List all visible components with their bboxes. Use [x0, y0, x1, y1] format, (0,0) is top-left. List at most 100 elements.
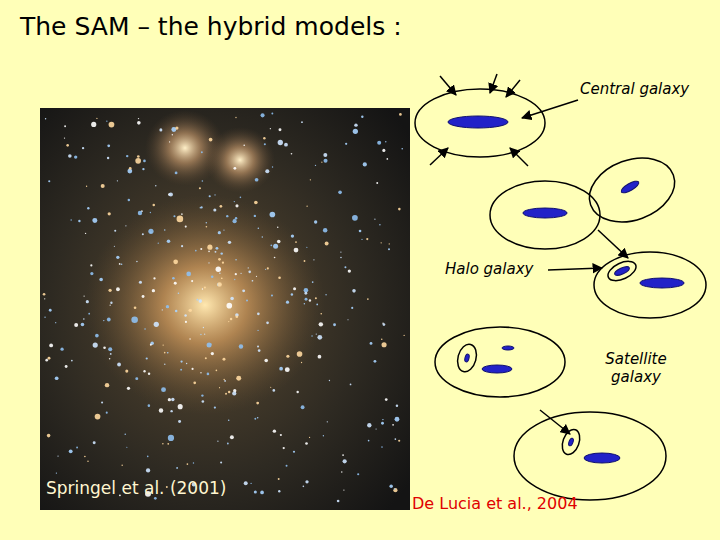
- star-dot: [199, 187, 201, 189]
- star-dot: [144, 328, 146, 330]
- star-dot: [315, 297, 317, 299]
- star-dot: [291, 293, 293, 295]
- star-dot: [222, 358, 225, 361]
- star-dot: [218, 258, 221, 261]
- star-dot: [162, 344, 163, 345]
- galaxy: [464, 354, 470, 363]
- star-dot: [254, 490, 257, 493]
- star-dot: [361, 239, 362, 240]
- star-dot: [309, 437, 310, 438]
- star-dot: [108, 289, 111, 292]
- star-dot: [137, 155, 140, 158]
- star-dot: [106, 412, 108, 414]
- halo: [490, 181, 600, 249]
- star-dot: [313, 259, 314, 260]
- subhalo: [559, 427, 583, 457]
- star-dot: [220, 252, 222, 254]
- star-dot: [403, 335, 404, 336]
- star-dot: [396, 405, 398, 407]
- star-dot: [107, 318, 111, 322]
- infall-arrow: [440, 76, 456, 95]
- star-dot: [352, 215, 358, 221]
- subhalo: [455, 342, 480, 374]
- star-dot: [107, 157, 109, 159]
- star-dot: [185, 321, 187, 323]
- star-dot: [187, 463, 189, 465]
- star-dot: [103, 346, 106, 349]
- star-dot: [82, 147, 84, 149]
- star-dot: [64, 137, 65, 138]
- star-dot: [138, 211, 142, 215]
- galaxy: [523, 208, 567, 218]
- star-dot: [125, 225, 126, 226]
- star-dot: [134, 306, 137, 309]
- star-dot: [230, 435, 234, 439]
- star-dot: [340, 257, 342, 259]
- star-dot: [242, 289, 245, 292]
- star-dot: [311, 335, 312, 336]
- star-dot: [135, 158, 141, 164]
- star-dot: [386, 158, 388, 160]
- star-dot: [216, 247, 219, 250]
- star-dot: [366, 238, 368, 240]
- star-dot: [252, 280, 254, 282]
- star-dot: [234, 201, 235, 202]
- star-dot: [306, 205, 307, 206]
- star-dot: [352, 289, 356, 293]
- star-dot: [278, 140, 283, 145]
- star-dot: [87, 207, 89, 209]
- star-dot: [200, 372, 201, 373]
- star-dot: [305, 480, 308, 483]
- star-dot: [169, 192, 173, 196]
- galaxy: [502, 346, 514, 350]
- star-dot: [178, 420, 181, 423]
- star-dot: [294, 248, 299, 253]
- star-dot: [304, 303, 305, 304]
- star-dot: [374, 219, 375, 220]
- star-dot: [244, 481, 248, 485]
- star-dot: [154, 322, 159, 327]
- star-dot: [155, 185, 156, 186]
- star-dot: [93, 441, 96, 444]
- star-dot: [126, 447, 127, 448]
- star-dot: [240, 197, 242, 199]
- star-dot: [93, 343, 98, 348]
- star-dot: [305, 442, 308, 445]
- star-dot: [83, 318, 85, 320]
- star-dot: [398, 440, 400, 442]
- star-dot: [49, 344, 53, 348]
- star-dot: [270, 244, 272, 246]
- star-dot: [234, 279, 235, 280]
- infall-arrow: [490, 74, 497, 93]
- star-dot: [214, 406, 216, 408]
- star-dot: [175, 172, 178, 175]
- star-dot: [101, 401, 103, 403]
- star-dot: [375, 428, 376, 429]
- star-dot: [85, 233, 86, 234]
- star-dot: [181, 245, 183, 247]
- star-dot: [65, 365, 68, 368]
- star-dot: [92, 218, 97, 223]
- star-dot: [45, 118, 46, 119]
- star-dot: [254, 201, 258, 205]
- star-dot: [70, 219, 71, 220]
- star-dot: [204, 334, 205, 335]
- halo: [435, 327, 565, 397]
- star-dot: [150, 212, 151, 213]
- star-dot: [121, 465, 122, 466]
- leader-line: [522, 100, 578, 118]
- star-dot: [256, 402, 259, 405]
- star-dot: [205, 357, 207, 359]
- star-dot: [87, 460, 88, 461]
- star-dot: [168, 398, 171, 401]
- star-dot: [90, 272, 93, 275]
- star-dot: [361, 116, 363, 118]
- star-dot: [374, 360, 377, 363]
- star-dot: [316, 304, 318, 306]
- star-dot: [148, 372, 150, 374]
- star-dot: [266, 321, 269, 324]
- star-dot: [310, 179, 311, 180]
- star-dot: [167, 352, 169, 354]
- star-dot: [48, 180, 50, 182]
- star-dot: [297, 351, 303, 357]
